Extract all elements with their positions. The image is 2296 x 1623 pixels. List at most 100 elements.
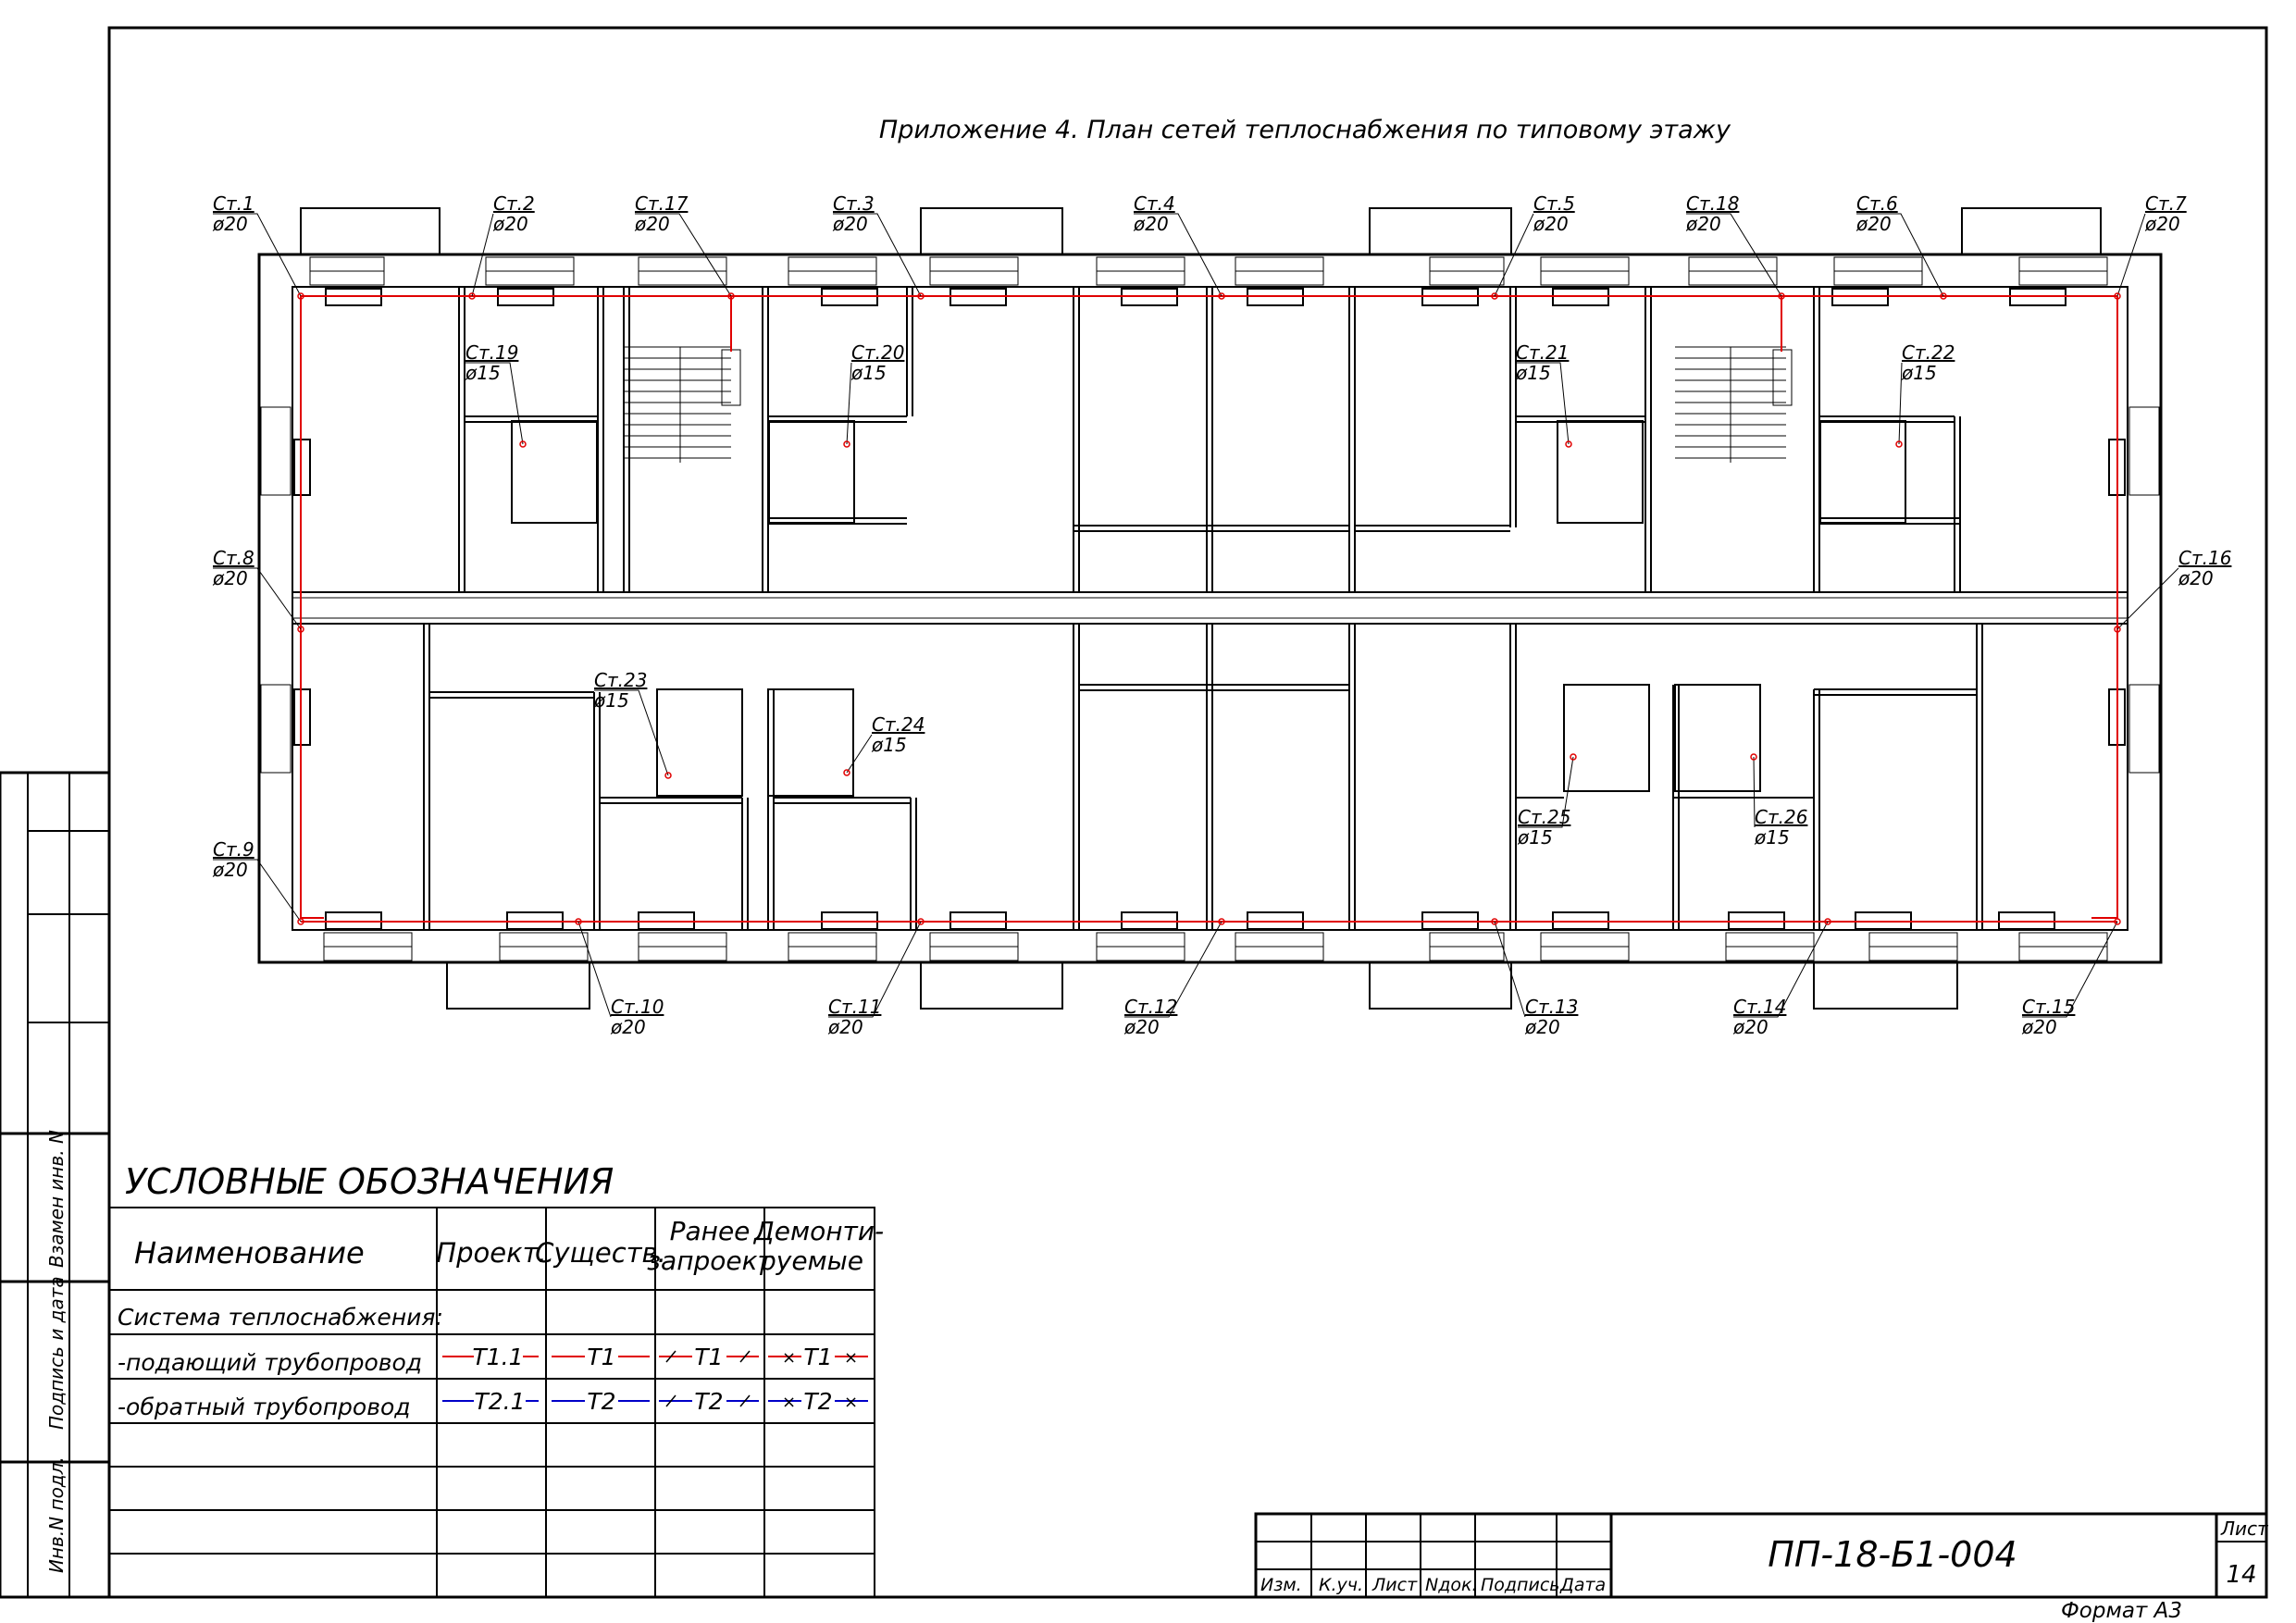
legend-supply-proj: T1.1 bbox=[472, 1344, 523, 1370]
riser-point bbox=[1750, 753, 1757, 761]
legend-supply-exist: T1 bbox=[587, 1344, 615, 1370]
riser-leader-line bbox=[828, 921, 922, 1018]
side-inv-label: Инв.N подл. bbox=[45, 1456, 68, 1573]
riser-point bbox=[1491, 292, 1498, 300]
floor-plan bbox=[257, 207, 2163, 1010]
riser-leader-line bbox=[846, 734, 873, 774]
riser-diameter: ø20 bbox=[610, 1016, 646, 1038]
riser-diameter: ø15 bbox=[1901, 362, 1937, 384]
riser-diameter: ø20 bbox=[212, 859, 248, 881]
riser-point bbox=[1218, 918, 1225, 925]
legend-col-name: Наименование bbox=[134, 1235, 365, 1270]
windows-bottom bbox=[323, 932, 2108, 961]
riser-name: Ст.24 bbox=[872, 713, 925, 736]
riser-leader-line bbox=[1494, 213, 1534, 297]
riser-point bbox=[2114, 626, 2121, 633]
riser-leader-line bbox=[1518, 756, 1574, 828]
riser-name: Ст.4 bbox=[1134, 192, 1175, 215]
riser-diameter: ø15 bbox=[1517, 826, 1553, 849]
riser-leader-line bbox=[1516, 362, 1570, 445]
stamp-sheet-label: Лист bbox=[2220, 1518, 2269, 1540]
riser-leader-line bbox=[1856, 213, 1944, 297]
radiator bbox=[293, 439, 311, 496]
riser-name: Ст.5 bbox=[1533, 192, 1575, 215]
riser-point bbox=[843, 769, 850, 776]
legend-col-exist: Существ. bbox=[535, 1237, 666, 1269]
riser-diameter: ø15 bbox=[871, 734, 907, 756]
riser-point bbox=[1895, 440, 1903, 448]
riser-leader-line bbox=[2116, 213, 2146, 297]
riser-point bbox=[1491, 918, 1498, 925]
balconies-top bbox=[300, 207, 2102, 254]
riser-name: Ст.12 bbox=[1124, 996, 1177, 1018]
legend-return-exist: T2 bbox=[587, 1388, 615, 1415]
legend-heading: УСЛОВНЫЕ ОБОЗНАЧЕНИЯ bbox=[125, 1161, 614, 1202]
stamp-sheet-number: 14 bbox=[2226, 1561, 2256, 1589]
riser-point bbox=[1218, 292, 1225, 300]
riser-leader-line bbox=[1686, 213, 1782, 297]
partitions-top bbox=[458, 287, 1961, 592]
riser-point bbox=[1824, 918, 1831, 925]
riser-leader-line bbox=[594, 689, 669, 776]
side-replace-label: Взамен инв. N bbox=[45, 1130, 68, 1268]
riser-name: Ст.8 bbox=[213, 547, 254, 569]
riser-name: Ст.13 bbox=[1525, 996, 1578, 1018]
riser-diameter: ø20 bbox=[832, 213, 868, 235]
riser-point bbox=[727, 292, 735, 300]
riser-name: Ст.22 bbox=[1902, 341, 1955, 364]
stair-top-right bbox=[1675, 346, 1793, 463]
balconies-bottom bbox=[446, 962, 1958, 1010]
riser-name: Ст.9 bbox=[213, 838, 254, 861]
riser-labels: Ст.1ø20Ст.2ø20Ст.17ø20Ст.3ø20Ст.4ø20Ст.5… bbox=[212, 192, 2231, 1038]
windows-top bbox=[309, 256, 2108, 286]
drawing-title: Приложение 4. План сетей теплоснабжения … bbox=[879, 116, 1731, 144]
riser-leader-line bbox=[471, 213, 494, 297]
inner-wall-line bbox=[292, 286, 2128, 931]
riser-point bbox=[1940, 292, 1947, 300]
riser-name: Ст.20 bbox=[851, 341, 904, 364]
legend-col-dem-1: Демонти- bbox=[752, 1216, 884, 1246]
legend: УСЛОВНЫЕ ОБОЗНАЧЕНИЯ Наименование Проект… bbox=[108, 1161, 884, 1598]
riser-leader-line bbox=[1733, 921, 1829, 1018]
riser-name: Ст.11 bbox=[828, 996, 881, 1018]
stamp-data: Дата bbox=[1559, 1575, 1606, 1595]
title-stamp: Изм. К.уч. Лист Nдок. Подпись Дата ПП-18… bbox=[1254, 1512, 2269, 1623]
riser-name: Ст.3 bbox=[833, 192, 875, 215]
riser-point bbox=[297, 626, 304, 633]
riser-name: Ст.18 bbox=[1686, 192, 1739, 215]
riser-leader-line bbox=[1898, 362, 1903, 445]
riser-leader-line bbox=[833, 213, 922, 297]
legend-supply-dem: T1 bbox=[803, 1344, 832, 1370]
riser-leader-line bbox=[213, 213, 302, 297]
riser-name: Ст.6 bbox=[1856, 192, 1898, 215]
riser-diameter: ø20 bbox=[2144, 213, 2180, 235]
riser-diameter: ø15 bbox=[465, 362, 501, 384]
legend-return-symbols: T2.1 T2 T2 × × T2 bbox=[442, 1388, 868, 1415]
bathroom-blocks-top bbox=[511, 420, 1906, 524]
riser-point bbox=[519, 440, 527, 448]
riser-diameter: ø20 bbox=[1533, 213, 1569, 235]
riser-leader-line bbox=[465, 362, 524, 445]
legend-return-proj: T2.1 bbox=[474, 1388, 525, 1415]
riser-point bbox=[468, 292, 476, 300]
riser-point bbox=[2114, 292, 2121, 300]
legend-row-supply: -подающий трубопровод bbox=[118, 1349, 422, 1376]
pipe-loop-left bbox=[300, 296, 324, 919]
riser-name: Ст.16 bbox=[2178, 547, 2231, 569]
stamp-izm: Изм. bbox=[1260, 1575, 1302, 1595]
